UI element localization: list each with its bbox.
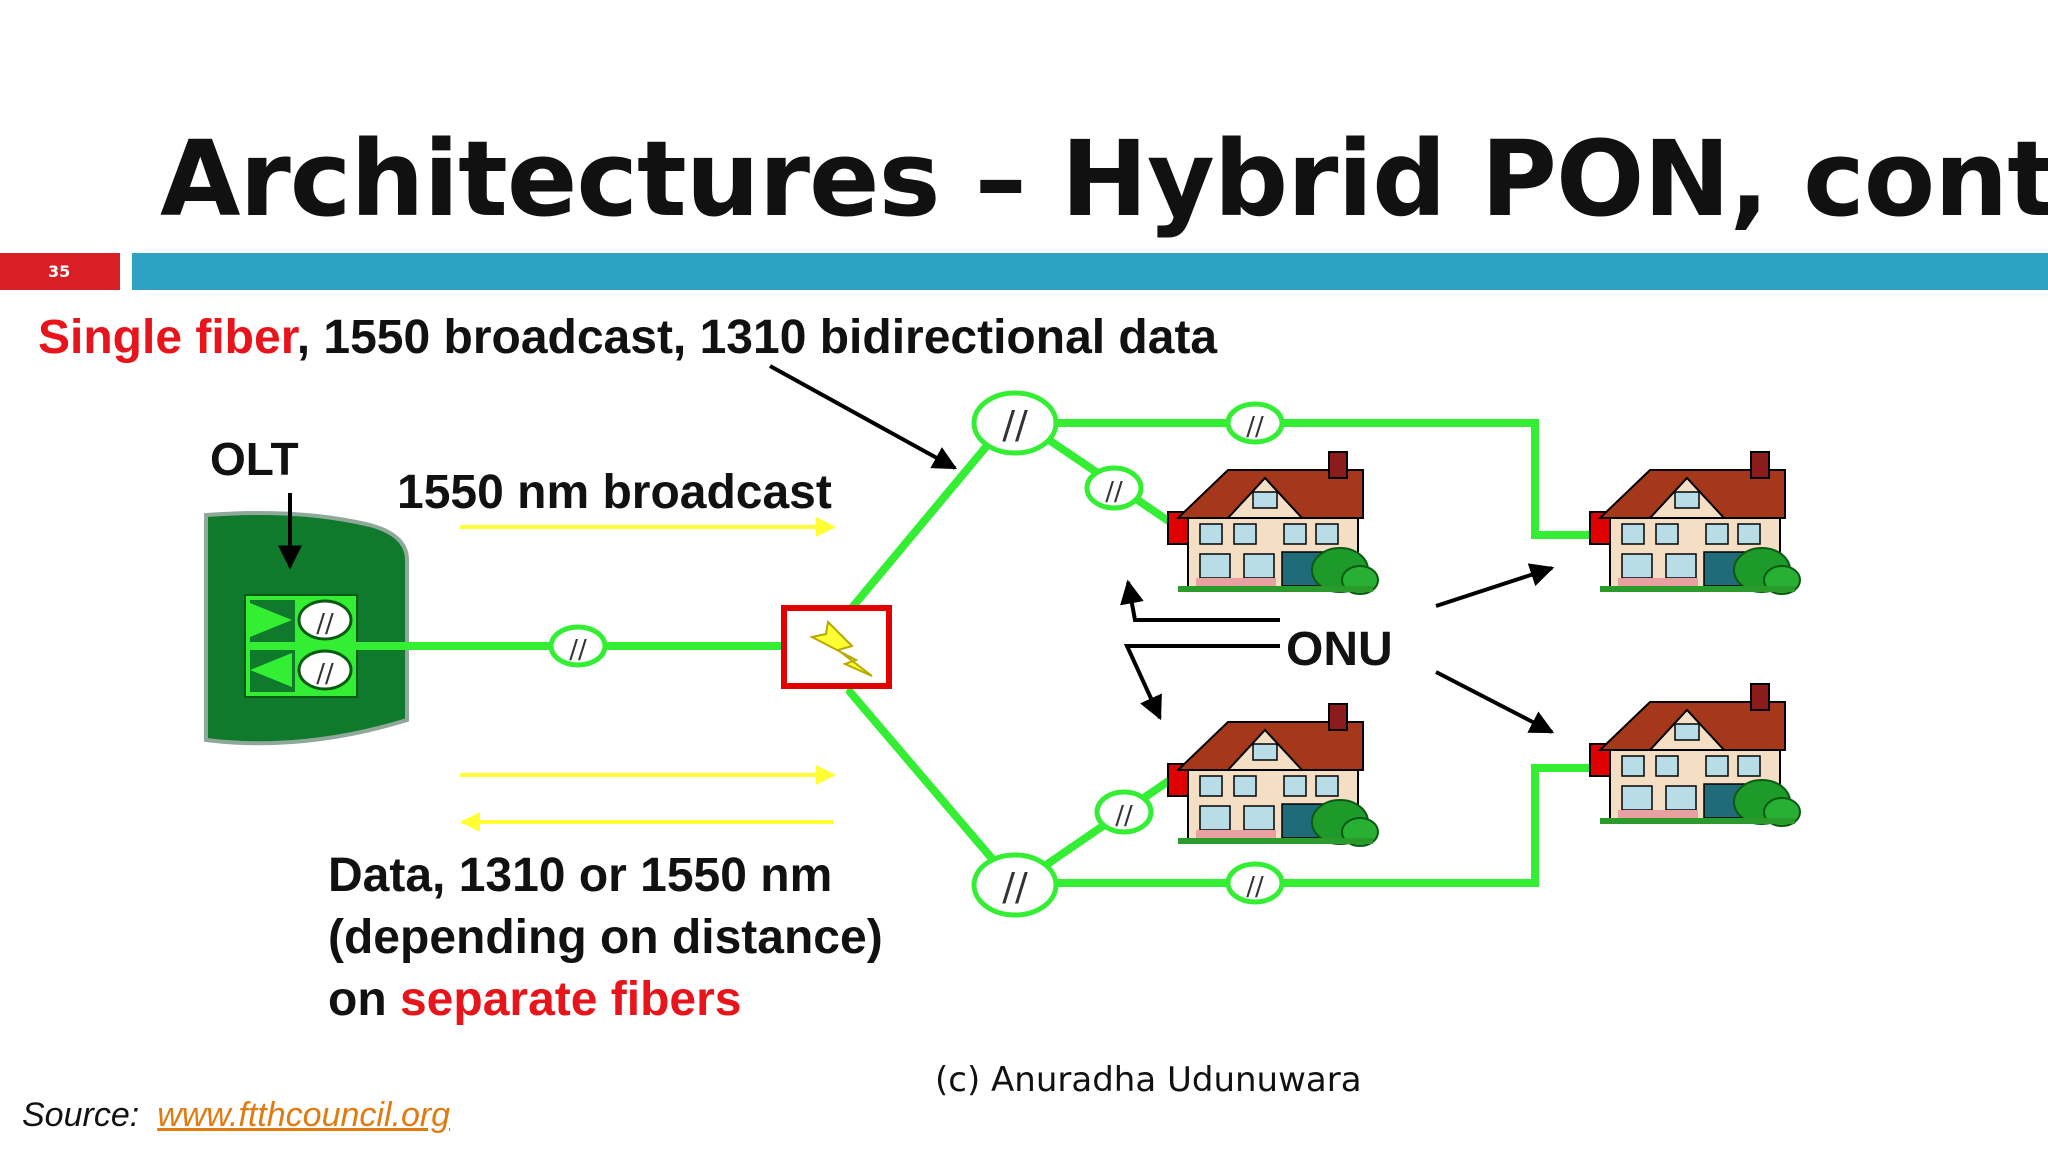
source-link[interactable]: www.ftthcouncil.org xyxy=(157,1096,451,1134)
subtitle-rest: , 1550 broadcast, 1310 bidirectional dat… xyxy=(296,311,1218,364)
subtitle: Single fiber, 1550 broadcast, 1310 bidir… xyxy=(38,310,1217,365)
splice-mark: // xyxy=(1246,872,1264,902)
lightning-icon xyxy=(809,619,873,677)
house-onu-3 xyxy=(1589,451,1801,595)
splice-mark: // xyxy=(316,609,334,639)
data-label: Data, 1310 or 1550 nm (depending on dist… xyxy=(328,845,883,1031)
splice-mark: // xyxy=(1105,477,1123,507)
source-label: Source: xyxy=(22,1096,140,1134)
slide-number: 35 xyxy=(0,253,120,290)
data-label-line-2: (depending on distance) xyxy=(328,911,883,964)
olt-label: OLT xyxy=(210,433,299,485)
source-line: Source: www.ftthcouncil.org xyxy=(22,1096,450,1135)
data-label-line-3: on separate fibers xyxy=(328,969,883,1031)
broadcast-label: 1550 nm broadcast xyxy=(397,466,832,519)
splice-mark: // xyxy=(316,659,334,689)
title-divider-bar xyxy=(132,253,2048,290)
splice-mark: // xyxy=(569,635,587,665)
data-label-prefix: on xyxy=(328,973,400,1026)
splice-mark: // xyxy=(1115,801,1133,831)
data-label-line-1: Data, 1310 or 1550 nm xyxy=(328,849,833,902)
splice-circles xyxy=(548,390,1285,918)
slide-title: Architectures – Hybrid PON, cont., xyxy=(160,118,2048,240)
onu-label: ONU xyxy=(1286,623,1393,676)
data-label-highlight: separate fibers xyxy=(399,973,742,1026)
splice-mark: // xyxy=(1002,865,1028,909)
subtitle-highlight: Single fiber xyxy=(38,311,297,364)
house-onu-1 xyxy=(1167,451,1379,595)
house-onu-4 xyxy=(1589,683,1801,827)
splice-mark: // xyxy=(1246,412,1264,442)
house-onu-2 xyxy=(1167,703,1379,847)
copyright: (c) Anuradha Udunuwara xyxy=(935,1060,1362,1100)
splice-mark: // xyxy=(1002,403,1028,447)
